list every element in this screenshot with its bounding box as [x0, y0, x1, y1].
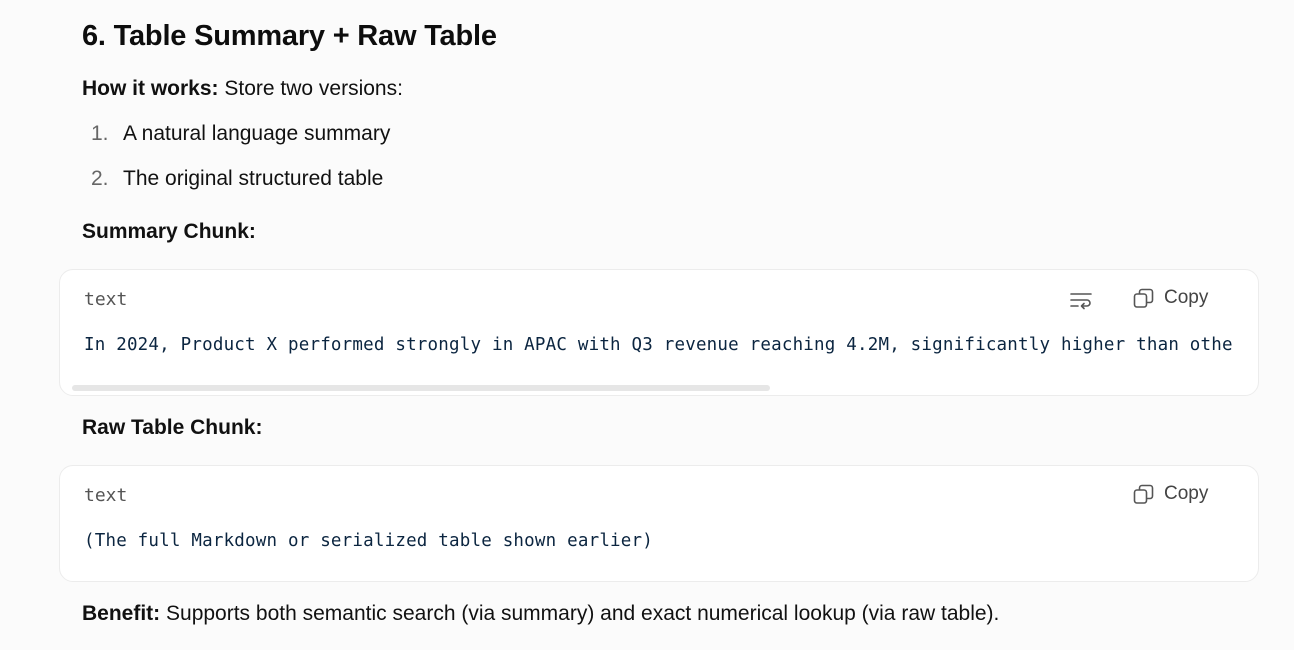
code-language-label: text	[84, 289, 128, 310]
copy-button[interactable]: Copy	[1133, 287, 1208, 309]
list-item-number: 2.	[91, 167, 109, 190]
code-content: In 2024, Product X performed strongly in…	[84, 335, 1233, 355]
versions-list: 1. A natural language summary 2. The ori…	[82, 122, 390, 212]
copy-button-label: Copy	[1164, 287, 1209, 308]
list-item-text: A natural language summary	[123, 122, 391, 145]
code-content: (The full Markdown or serialized table s…	[84, 531, 654, 551]
benefit-label: Benefit:	[82, 602, 161, 625]
raw-chunk-heading: Raw Table Chunk:	[82, 416, 263, 439]
copy-button-label: Copy	[1164, 483, 1209, 504]
how-it-works-text: Store two versions:	[218, 77, 403, 100]
code-language-label: text	[84, 485, 128, 506]
list-item-text: The original structured table	[123, 167, 384, 190]
horizontal-scrollbar[interactable]	[72, 385, 770, 391]
raw-code-block: text Copy (The full Markdown or serializ…	[59, 465, 1259, 582]
how-it-works-label: How it works:	[82, 77, 219, 100]
benefit-text: Supports both semantic search (via summa…	[160, 602, 1000, 625]
list-item-number: 1.	[91, 122, 109, 145]
how-it-works-paragraph: How it works: Store two versions:	[82, 77, 403, 101]
wrap-lines-icon	[1070, 293, 1092, 310]
copy-icon	[1133, 288, 1154, 308]
list-item: 2. The original structured table	[82, 167, 390, 212]
section-title: 6. Table Summary + Raw Table	[82, 20, 497, 52]
summary-chunk-heading: Summary Chunk:	[82, 220, 256, 243]
summary-code-block: text Copy In 2024, Product X performed s…	[59, 269, 1259, 396]
copy-icon	[1133, 484, 1154, 504]
benefit-paragraph: Benefit: Supports both semantic search (…	[82, 602, 999, 626]
copy-button[interactable]: Copy	[1133, 483, 1208, 505]
list-item: 1. A natural language summary	[82, 122, 390, 167]
wrap-lines-button[interactable]	[1070, 290, 1092, 315]
